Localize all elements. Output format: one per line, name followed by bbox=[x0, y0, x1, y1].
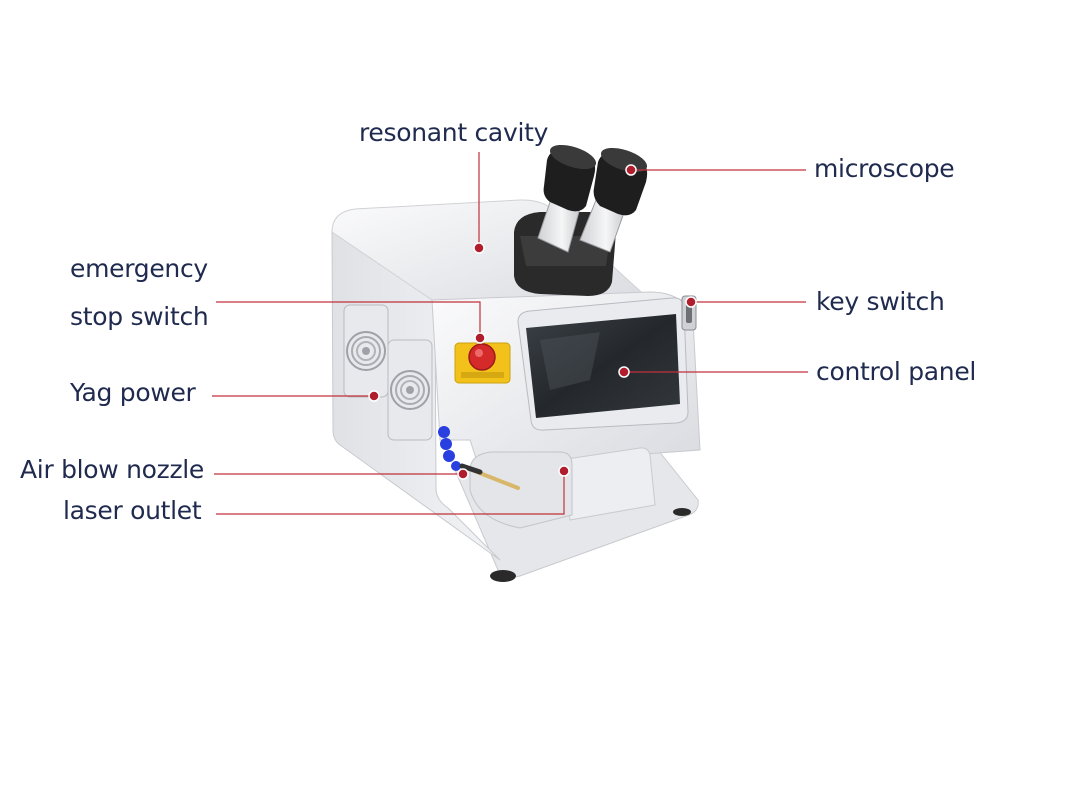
machine-front-column bbox=[559, 447, 656, 521]
laser-outlet-cavity bbox=[469, 451, 573, 529]
leader-laser-outlet bbox=[216, 472, 565, 515]
air-blow-nozzle bbox=[438, 426, 520, 490]
machine bbox=[331, 144, 701, 582]
label-microscope: microscope bbox=[814, 154, 955, 183]
dot-key-switch bbox=[685, 296, 697, 308]
machine-foot-right bbox=[673, 508, 691, 516]
label-yag-power: Yag power bbox=[70, 378, 196, 407]
label-resonant-cavity: resonant cavity bbox=[359, 118, 549, 147]
fan-grille-left bbox=[343, 304, 389, 398]
label-laser-outlet: laser outlet bbox=[63, 496, 202, 525]
dot-emergency-stop bbox=[474, 332, 486, 344]
machine-foot-front bbox=[490, 570, 516, 582]
dot-control-panel bbox=[618, 366, 630, 378]
dot-yag-power bbox=[368, 390, 380, 402]
label-emergency-line2: stop switch bbox=[70, 302, 209, 331]
microscope bbox=[514, 144, 648, 296]
fan-grille-right bbox=[387, 339, 433, 441]
label-emergency-line1: emergency bbox=[70, 254, 208, 283]
leader-lines bbox=[212, 152, 808, 515]
dot-resonant-cavity bbox=[473, 242, 485, 254]
label-key-switch: key switch bbox=[816, 287, 945, 316]
marker-dots bbox=[368, 164, 697, 480]
dot-microscope bbox=[625, 164, 637, 176]
control-panel-screen bbox=[517, 297, 689, 431]
emergency-stop-switch bbox=[454, 342, 511, 384]
dot-laser-outlet bbox=[558, 465, 570, 477]
label-control-panel: control panel bbox=[816, 357, 977, 386]
dot-air-blow-nozzle bbox=[457, 468, 469, 480]
leader-emergency-stop bbox=[216, 301, 481, 336]
label-air-blow-nozzle: Air blow nozzle bbox=[20, 455, 204, 484]
